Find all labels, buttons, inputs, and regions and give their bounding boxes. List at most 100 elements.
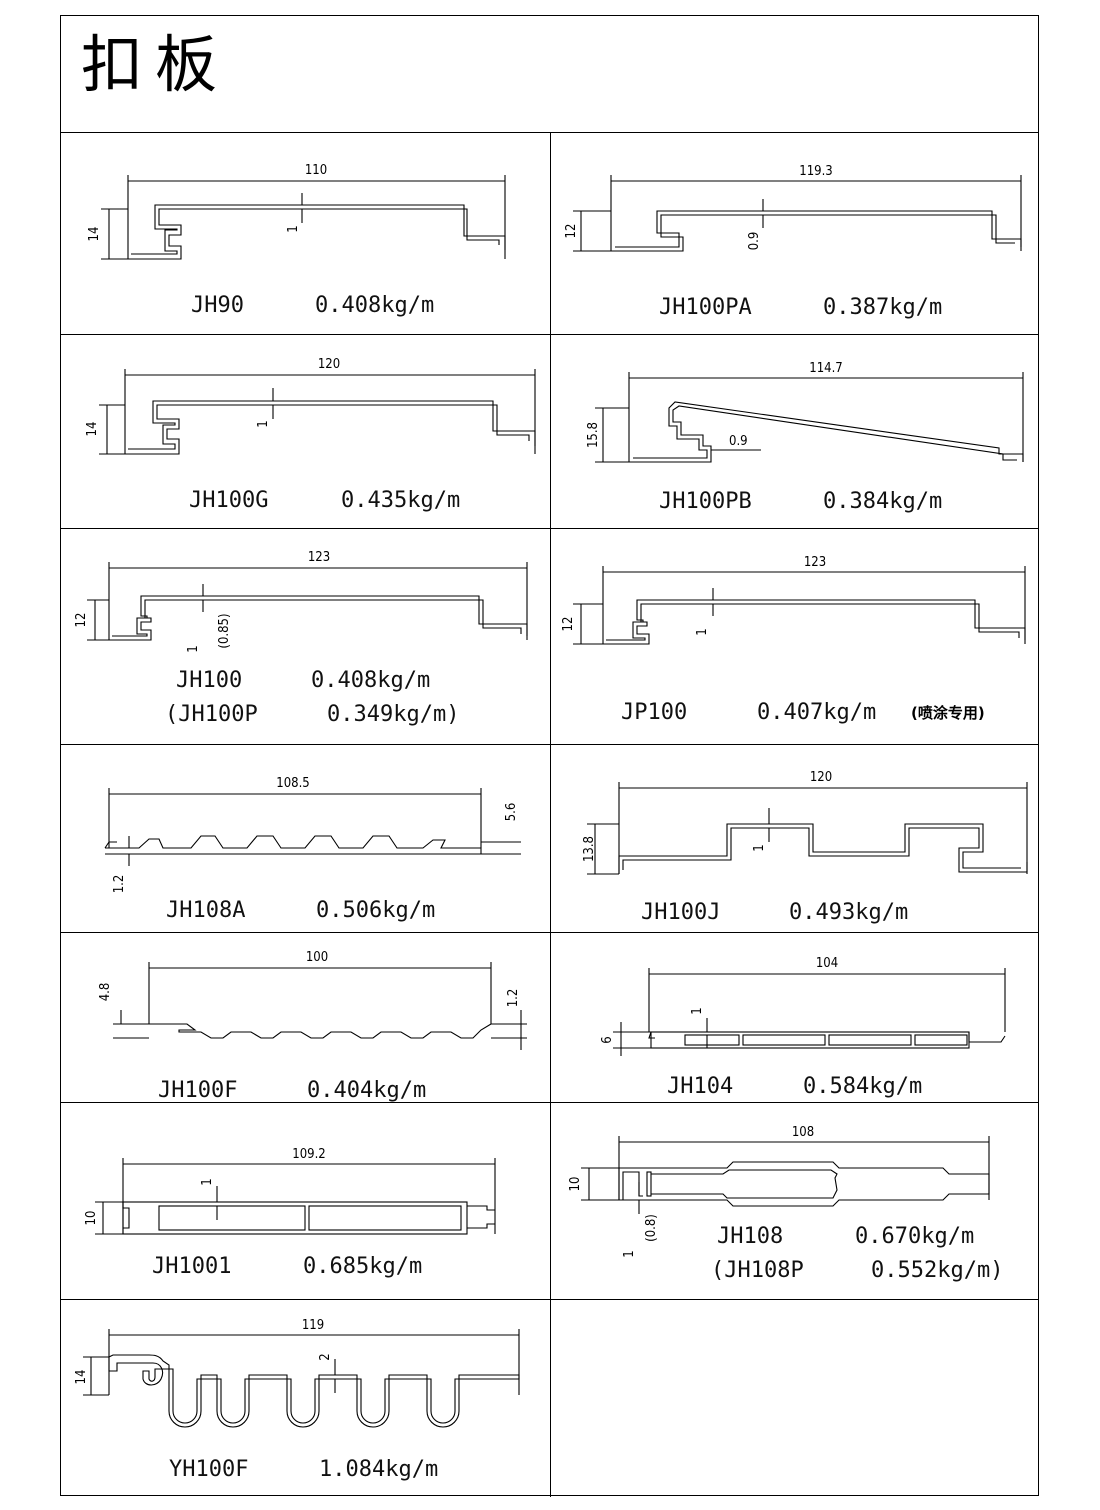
jh100j-width-label: 120 [810,770,832,785]
yh100f-width-label: 119 [302,1318,324,1333]
jh1001-thickness-label: 1 [200,1178,215,1185]
jh100f-profile-drawing: 100 4.8 1.2 [98,950,527,1050]
profile-card-jh100j: 120 13.8 1 JH100J 0.493kg/m [551,744,1040,932]
jh108a-weight: 0.506kg/m [316,898,436,923]
profile-card-jp100: 123 12 1 JP100 0.407kg/m (喷涂专用) [551,528,1040,744]
catalog-sheet: 扣板 110 14 1 JH90 0.408kg/m [60,15,1040,1497]
profile-card-jh100pb: 114.7 15.8 0.9 JH100PB 0.384kg/m [551,334,1040,528]
jh100-width-label: 123 [308,550,330,565]
jh108-profile-drawing: 108 10 1 (0.8) [568,1125,990,1258]
profile-card-jh1001: 109.2 10 1 JH1001 0.685kg/m [61,1102,550,1299]
yh100f-profile-drawing: 119 14 2 [74,1318,520,1428]
jh100pa-height-label: 12 [564,224,579,239]
jh100-code: JH100 [176,668,243,693]
jh108a-height-label: 5.6 [504,803,519,822]
jh108a-width-label: 108.5 [276,776,309,791]
jh90-width-label: 110 [305,163,327,178]
jh100g-width-label: 120 [318,357,340,372]
jh100f-thickness-label: 1.2 [506,989,521,1008]
jh90-code: JH90 [191,293,244,318]
page-title: 扣板 [81,28,230,101]
jh100pb-height-label: 15.8 [586,422,601,448]
jh100-height-label: 12 [74,613,89,628]
jh100pa-weight: 0.387kg/m [823,295,943,320]
yh100f-weight: 1.084kg/m [319,1457,439,1482]
jh108-code: JH108 [717,1224,784,1249]
empty-cell [551,1299,1040,1496]
jh100-thickness-label: 1 [186,645,201,652]
column-divider [550,133,552,1497]
jp100-height-label: 12 [561,617,576,632]
jh1001-profile-drawing: 109.2 10 1 [84,1147,496,1235]
jh100pb-code: JH100PB [659,489,752,514]
jh100g-height-label: 14 [85,422,100,437]
jh100p-weight: 0.349kg/m) [327,702,460,727]
row-divider [61,1299,1038,1301]
jh108a-profile-drawing: 108.5 5.6 1.2 [104,776,521,894]
jh100p-code: (JH100P [165,702,258,727]
jh1001-code: JH1001 [152,1254,232,1279]
jh100g-code: JH100G [189,488,269,513]
yh100f-thickness-label: 2 [318,1353,333,1360]
jh100pa-code: JH100PA [659,295,752,320]
jh90-thickness-label: 1 [286,225,301,232]
jh100-alt-thickness-label: (0.85) [217,613,232,648]
jh100pb-thickness-label: 0.9 [729,434,748,449]
row-divider [61,334,1038,336]
profile-card-jh100pa: 119.3 12 0.9 JH100PA 0.387kg/m [551,133,1040,334]
jh108-height-label: 10 [568,1177,583,1192]
jh108-weight: 0.670kg/m [855,1224,975,1249]
profile-card-jh108: 108 10 1 (0.8) JH108 0.670kg/m (JH108P 0… [551,1102,1040,1299]
profile-card-jh100: 123 12 1 (0.85) JH100 0.408kg/m (JH100P … [61,528,550,744]
jh100j-height-label: 13.8 [582,836,597,862]
jh100pb-profile-drawing: 114.7 15.8 0.9 [586,361,1024,463]
jh108p-weight: 0.552kg/m) [871,1258,1004,1283]
jh104-thickness-label: 1 [690,1007,705,1014]
row-divider [61,744,1038,746]
row-divider [61,528,1038,530]
yh100f-height-label: 14 [74,1370,89,1385]
jp100-profile-drawing: 123 12 1 [561,555,1026,645]
jh1001-width-label: 109.2 [292,1147,325,1162]
profile-card-jh100f: 100 4.8 1.2 JH100F 0.404kg/m [61,932,550,1103]
jh100j-weight: 0.493kg/m [789,900,909,925]
jh90-profile-drawing: 110 14 1 [87,163,506,260]
jh100pb-weight: 0.384kg/m [823,489,943,514]
jh100j-profile-drawing: 120 13.8 1 [582,770,1028,875]
jh108a-thickness-label: 1.2 [112,875,127,894]
title-row: 扣板 [61,16,1038,133]
jh104-width-label: 104 [816,956,838,971]
jp100-thickness-label: 1 [695,628,710,635]
jh100g-thickness-label: 1 [256,420,271,427]
jp100-width-label: 123 [804,555,826,570]
yh100f-code: YH100F [169,1457,249,1482]
jp100-note: (喷涂专用) [911,704,985,722]
jh108p-code: (JH108P [711,1258,804,1283]
jh100-weight: 0.408kg/m [311,668,431,693]
jh90-weight: 0.408kg/m [315,293,435,318]
jh100pa-thickness-label: 0.9 [747,232,762,251]
profile-card-jh104: 104 6 1 JH104 0.584kg/m [551,932,1040,1102]
jh104-weight: 0.584kg/m [803,1074,923,1099]
jh1001-height-label: 10 [84,1211,99,1226]
profile-card-yh100f: 119 14 2 YH100F 1.084kg/m [61,1299,550,1496]
jh104-profile-drawing: 104 6 1 [600,956,1006,1056]
jh100pa-profile-drawing: 119.3 12 0.9 [564,164,1022,252]
jh100j-thickness-label: 1 [752,844,767,851]
profile-card-jh108a: 108.5 5.6 1.2 JH108A 0.506kg/m [61,744,550,932]
jh100-profile-drawing: 123 12 1 (0.85) [74,550,528,653]
jh108-thickness-label: 1 [622,1250,637,1257]
jh100f-code: JH100F [158,1078,238,1103]
jh100j-code: JH100J [641,900,721,925]
jh100f-weight: 0.404kg/m [307,1078,427,1103]
jh90-height-label: 14 [87,227,102,242]
profile-card-jh100g: 120 14 1 JH100G 0.435kg/m [61,334,550,528]
row-divider [61,932,1038,934]
jh100g-profile-drawing: 120 14 1 [85,357,536,455]
jh100g-weight: 0.435kg/m [341,488,461,513]
jh104-height-label: 6 [600,1036,615,1043]
jh100pa-width-label: 119.3 [799,164,832,179]
jh100f-height-label: 4.8 [98,983,113,1002]
jh108-width-label: 108 [792,1125,814,1140]
jh1001-weight: 0.685kg/m [303,1254,423,1279]
